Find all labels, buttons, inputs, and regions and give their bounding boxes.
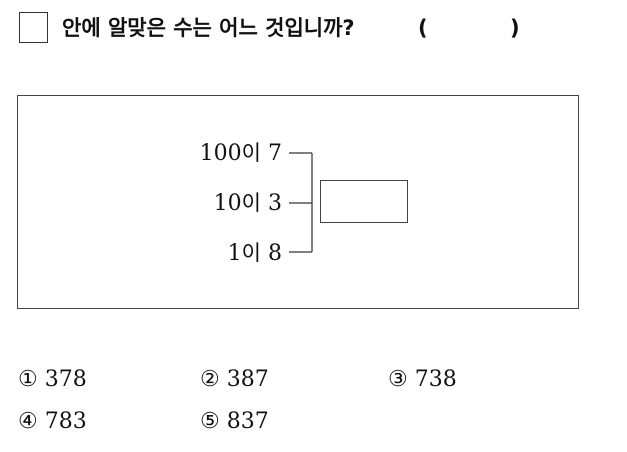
row-number: 100 <box>199 141 242 166</box>
choice-mark: ② <box>200 367 220 392</box>
choice-4[interactable]: ④ 783 <box>18 408 87 436</box>
row-ones: 1이 8 <box>228 240 282 267</box>
choice-mark: ① <box>18 367 38 392</box>
row-particle: 이 <box>241 241 261 265</box>
question-text: 안에 알맞은 수는 어느 것입니까? <box>62 16 355 40</box>
row-count: 3 <box>268 191 282 216</box>
row-tens: 10이 3 <box>214 190 282 217</box>
row-number: 10 <box>213 191 242 216</box>
answer-paren-close: ) <box>510 16 520 40</box>
answer-box <box>320 180 408 223</box>
row-count: 7 <box>268 141 282 166</box>
choice-2[interactable]: ② 387 <box>200 366 269 394</box>
choice-value: 837 <box>226 409 269 434</box>
choice-5[interactable]: ⑤ 837 <box>200 408 269 436</box>
answer-paren-open: ( <box>418 16 428 40</box>
choice-value: 387 <box>226 367 269 392</box>
row-particle: 이 <box>241 141 261 165</box>
choice-3[interactable]: ③ 738 <box>388 366 457 394</box>
choice-value: 783 <box>44 409 87 434</box>
choice-mark: ④ <box>18 409 38 434</box>
choice-1[interactable]: ① 378 <box>18 366 87 394</box>
row-count: 8 <box>268 241 282 266</box>
choice-value: 738 <box>414 367 457 392</box>
choice-mark: ⑤ <box>200 409 220 434</box>
row-number: 1 <box>227 241 242 266</box>
problem-panel <box>17 95 579 309</box>
row-hundreds: 100이 7 <box>200 140 282 167</box>
choice-mark: ③ <box>388 367 408 392</box>
row-particle: 이 <box>241 191 261 215</box>
choice-value: 378 <box>44 367 87 392</box>
answer-blank-box <box>19 12 48 43</box>
